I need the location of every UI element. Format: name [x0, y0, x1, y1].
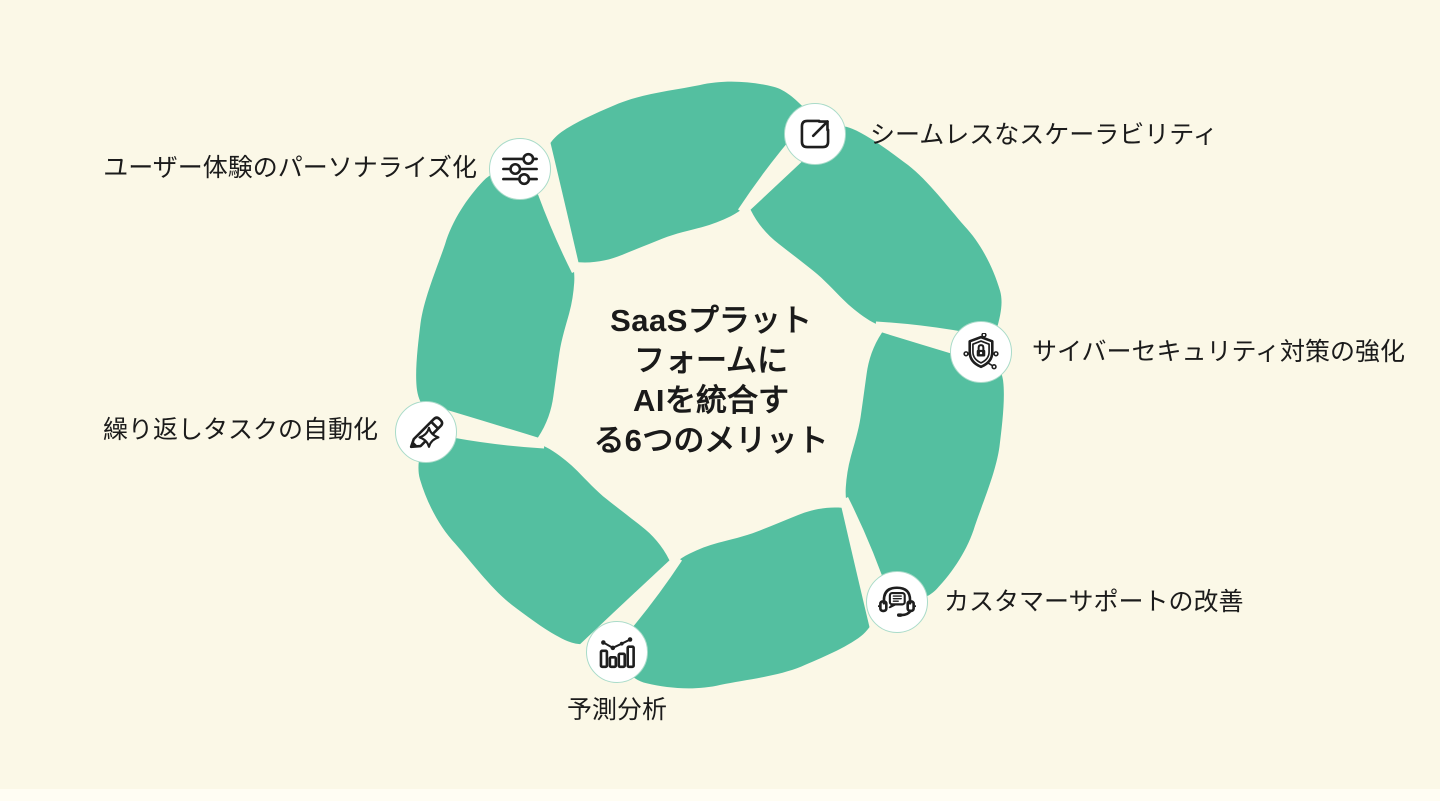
external-link-icon [784, 103, 846, 165]
label-predictive-analytics: 予測分析 [566, 696, 667, 724]
label-cybersecurity: サイバーセキュリティ対策の強化 [1032, 338, 1406, 366]
label-automation: 繰り返しタスクの自動化 [102, 416, 378, 444]
pencil-sparkle-icon [395, 401, 457, 463]
label-scalability: シームレスなスケーラビリティ [870, 121, 1218, 149]
sliders-icon [489, 138, 551, 200]
bottom-edge-strip [0, 789, 1440, 801]
label-personalization: ユーザー体験のパーソナライズ化 [103, 154, 477, 182]
bar-chart-icon [586, 621, 648, 683]
headset-chat-icon [866, 571, 928, 633]
label-customer-support: カスタマーサポートの改善 [944, 588, 1244, 616]
shield-lock-icon [950, 321, 1012, 383]
